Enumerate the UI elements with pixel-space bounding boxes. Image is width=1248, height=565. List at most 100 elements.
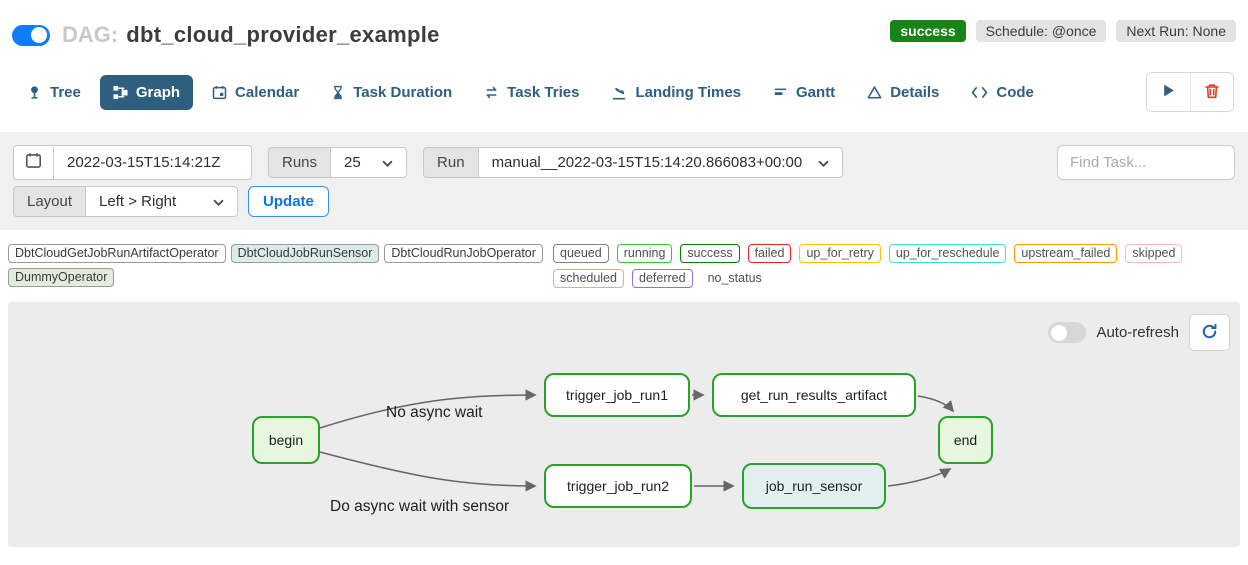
auto-refresh-label: Auto-refresh: [1096, 324, 1179, 341]
filter-row-1: Runs 25 Run manual__2022-03-15T15:14:20.…: [13, 145, 1235, 180]
base-date-input[interactable]: [54, 145, 252, 180]
operator-badge: DbtCloudJobRunSensor: [230, 244, 380, 263]
calendar-icon: [25, 152, 42, 173]
edge-sensor-end: [887, 468, 952, 487]
tab-label: Details: [890, 83, 940, 101]
view-tabs: Tree Graph Calendar Task Duration Task Tries…: [0, 72, 1248, 112]
tab-label: Code: [996, 83, 1034, 101]
tab-label: Tree: [50, 83, 81, 101]
runs-label: Runs: [268, 147, 332, 178]
details-icon: [867, 85, 882, 100]
calendar-icon: [212, 85, 227, 100]
tab-gantt[interactable]: Gantt: [760, 75, 848, 110]
edge-begin-trigger1: [319, 389, 537, 429]
status-badge-no_status[interactable]: no_status: [707, 271, 762, 285]
edge-label: No async wait: [386, 404, 483, 421]
layout-label: Layout: [13, 186, 87, 217]
status-badge-up_for_retry[interactable]: up_for_retry: [799, 244, 881, 263]
tab-graph[interactable]: Graph: [99, 74, 194, 110]
schedule-badge: Schedule: @once: [975, 20, 1107, 42]
run-select-group: Run manual__2022-03-15T15:14:20.866083+0…: [423, 147, 844, 178]
tab-label: Gantt: [796, 83, 836, 101]
tab-landing-times[interactable]: Landing Times: [598, 75, 754, 110]
edge-label: Do async wait with sensor: [330, 498, 510, 515]
dag-header: DAG: dbt_cloud_provider_example success …: [0, 0, 1248, 48]
status-badge-failed[interactable]: failed: [747, 244, 792, 263]
filter-row-2: Layout Left > Right Update: [13, 186, 1235, 217]
chevron-down-icon: [213, 193, 224, 210]
trigger-dag-button[interactable]: [1147, 73, 1190, 111]
tab-code[interactable]: Code: [958, 75, 1047, 110]
tab-label: Calendar: [235, 83, 300, 101]
gantt-icon: [773, 85, 788, 100]
delete-dag-button[interactable]: [1190, 73, 1233, 111]
base-date-group: [13, 145, 252, 180]
dag-graph-panel: Auto-refresh begin trigger_job_run1 get_ru…: [8, 302, 1240, 547]
layout-select[interactable]: Left > Right: [86, 186, 239, 217]
toggle-knob: [31, 27, 47, 43]
tab-tree[interactable]: Tree: [14, 75, 94, 110]
status-badge: success: [890, 20, 966, 42]
status-legend: queued running success failed up_for_retry up…: [553, 244, 1240, 288]
edge-artifact-end: [917, 395, 955, 413]
operator-badge: DbtCloudRunJobOperator: [384, 244, 543, 263]
run-label: Run: [423, 147, 479, 178]
dag-edges: [319, 389, 955, 492]
runs-select[interactable]: 25: [331, 147, 408, 178]
status-badge-deferred[interactable]: deferred: [632, 269, 693, 288]
task-node-trigger_job_run2[interactable]: trigger_job_run2: [544, 464, 692, 508]
graph-icon: [113, 85, 128, 100]
toggle-knob: [1051, 324, 1068, 341]
tab-task-duration[interactable]: Task Duration: [318, 75, 465, 110]
tab-label: Graph: [135, 83, 181, 101]
status-badge-success[interactable]: success: [680, 244, 740, 263]
task-node-trigger_job_run1[interactable]: trigger_job_run1: [544, 373, 690, 417]
status-badge-skipped[interactable]: skipped: [1125, 244, 1183, 263]
status-badge-queued[interactable]: queued: [553, 244, 609, 263]
task-node-end[interactable]: end: [938, 416, 993, 464]
task-node-get_run_results_artifact[interactable]: get_run_results_artifact: [712, 373, 916, 417]
find-task-input[interactable]: [1057, 145, 1235, 180]
dag-title: dbt_cloud_provider_example: [126, 22, 440, 47]
date-picker-button[interactable]: [13, 145, 54, 180]
run-value: manual__2022-03-15T15:14:20.866083+00:00: [491, 154, 803, 171]
trash-icon: [1204, 83, 1220, 102]
runs-value: 25: [344, 154, 361, 171]
operator-badge: DbtCloudGetJobRunArtifactOperator: [8, 244, 226, 263]
pin-icon: [27, 85, 42, 100]
operator-badge: DummyOperator: [8, 268, 115, 287]
repeat-icon: [484, 85, 499, 100]
tab-details[interactable]: Details: [854, 75, 952, 110]
chevron-down-icon: [818, 154, 829, 171]
tab-calendar[interactable]: Calendar: [199, 75, 312, 110]
dag-action-buttons: [1146, 72, 1234, 112]
code-icon: [971, 86, 988, 99]
play-icon: [1161, 83, 1176, 101]
task-node-job_run_sensor[interactable]: job_run_sensor: [742, 463, 886, 509]
auto-refresh-toggle[interactable]: [1048, 322, 1087, 343]
header-badges: success Schedule: @once Next Run: None: [890, 20, 1236, 42]
next-run-badge: Next Run: None: [1116, 20, 1236, 42]
edge-begin-trigger2: [319, 451, 537, 492]
tab-label: Task Duration: [353, 83, 453, 101]
run-select[interactable]: manual__2022-03-15T15:14:20.866083+00:00: [478, 147, 844, 178]
plane-landing-icon: [611, 85, 627, 100]
filter-panel: Runs 25 Run manual__2022-03-15T15:14:20.…: [0, 132, 1248, 230]
refresh-icon: [1201, 323, 1218, 343]
update-button[interactable]: Update: [248, 186, 329, 217]
tab-label: Landing Times: [635, 83, 742, 101]
status-badge-scheduled[interactable]: scheduled: [553, 269, 624, 288]
layout-group: Layout Left > Right: [13, 186, 239, 217]
hourglass-icon: [331, 85, 345, 100]
tab-label: Task Tries: [507, 83, 580, 101]
task-node-begin[interactable]: begin: [252, 416, 320, 464]
status-badge-upstream_failed[interactable]: upstream_failed: [1014, 244, 1118, 263]
graph-controls: Auto-refresh: [1048, 314, 1230, 351]
status-badge-up_for_reschedule[interactable]: up_for_reschedule: [888, 244, 1007, 263]
status-badge-running[interactable]: running: [616, 244, 673, 263]
tab-task-tries[interactable]: Task Tries: [471, 75, 592, 110]
dag-enabled-toggle[interactable]: [12, 24, 50, 46]
refresh-button[interactable]: [1189, 314, 1230, 351]
